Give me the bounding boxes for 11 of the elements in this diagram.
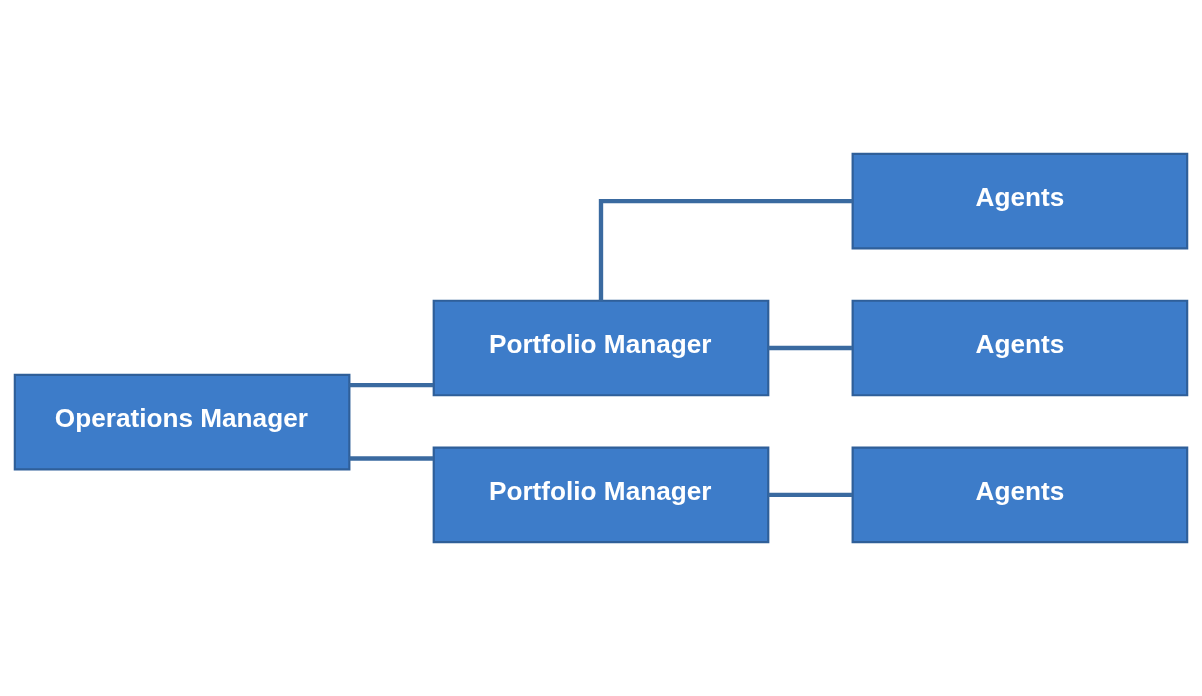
connector bbox=[768, 492, 853, 498]
node-box: Agents bbox=[851, 446, 1189, 544]
connector bbox=[349, 382, 434, 388]
node-box: Portfolio Manager bbox=[432, 299, 770, 397]
connector bbox=[768, 345, 853, 351]
node-box: Agents bbox=[851, 152, 1189, 250]
node-box: Portfolio Manager bbox=[432, 446, 770, 544]
node-box: Agents bbox=[851, 299, 1189, 397]
connector bbox=[598, 198, 853, 301]
node-box: Operations Manager bbox=[13, 373, 351, 471]
connector bbox=[349, 456, 434, 461]
